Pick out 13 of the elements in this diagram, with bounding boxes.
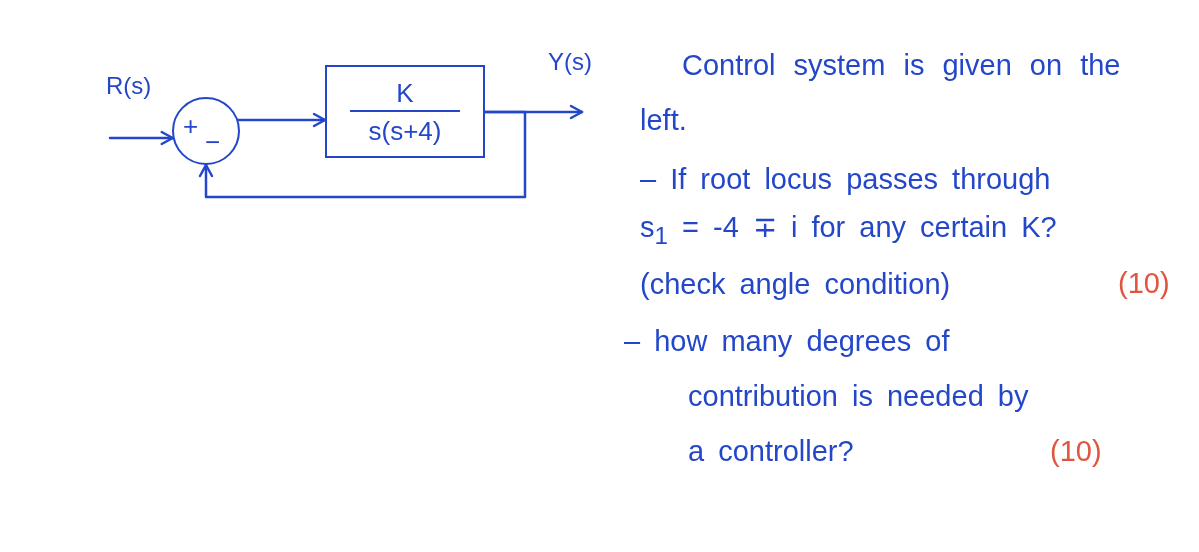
note-text: – how many degrees of contribution is needed by a controller? (624, 324, 1030, 469)
arrow (108, 130, 174, 146)
note-text: – If root locus passes through s$_{1}$ = -4 ∓ i for any certain K? (check angle condition) (640, 162, 1058, 302)
transfer-function-block (325, 65, 485, 158)
arrow (236, 112, 327, 128)
denominator-text: s(s+4) (368, 117, 442, 144)
summing-junction (172, 97, 240, 165)
numerator-text: K (396, 79, 414, 106)
plus-sign: + (183, 113, 199, 139)
points-label: (10) (1050, 433, 1102, 469)
note-text: Control system is given on the left. (640, 48, 1122, 138)
points-label: (10) (1118, 266, 1170, 302)
minus-sign: − (205, 129, 221, 155)
